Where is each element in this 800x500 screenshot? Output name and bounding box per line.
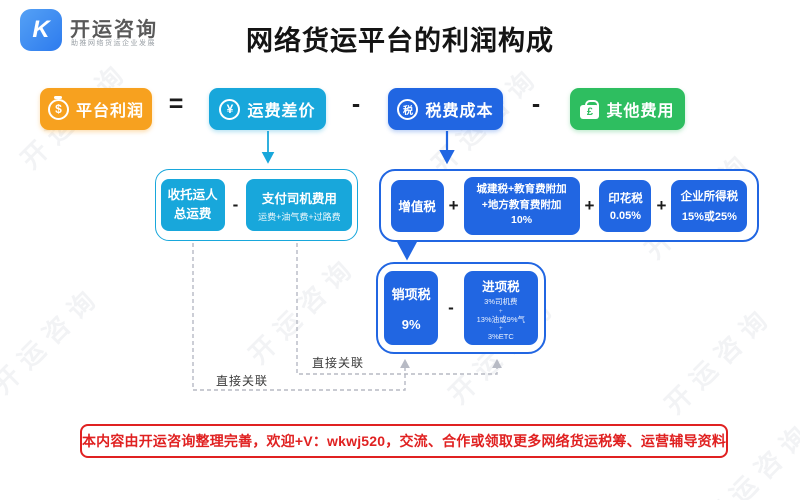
tax-cost-label: 税费成本 [425,103,494,120]
consignor-line1: 收托运人 [167,187,218,202]
brand-logo-icon: K [20,9,62,51]
platform-profit-label: 平台利润 [75,103,144,120]
freight-breakdown-group: 收托运人 总运费 - 支付司机费用 运费+油气费+过路费 [155,169,358,241]
watermark: 开运咨询 [0,279,108,400]
vat-box: 增值税 [390,179,444,232]
output-tax-title: 销项税 [391,287,431,302]
input-tax-item: 3%司机费 [484,297,518,306]
minus-sign: - [531,90,541,118]
corporate-income-tax-box: 企业所得税 15%或25% [671,179,748,232]
stamp-duty-box: 印花税 0.05% [599,179,652,232]
direct-relation-label: 直接关联 [312,356,365,370]
watermark: 开运咨询 [242,249,364,370]
surtax-line1: 城建税+教育费附加 [476,182,567,195]
input-tax-item: 3%ETC [487,332,514,342]
other-fees-box: £ 其他费用 [570,88,685,130]
page-title: 网络货运平台的利润构成 [246,26,554,56]
surtax-box: 城建税+教育费附加 +地方教育费附加 10% [463,176,580,235]
stamp-duty-rate: 0.05% [609,209,642,222]
other-fees-label: 其他费用 [606,103,675,120]
tax-stamp-icon: 税 [397,98,419,120]
dashed-link-consignor-to-output-tax [192,243,410,391]
freight-margin-box: ¥ 运费差价 [209,88,326,130]
tax-cost-box: 税 税费成本 [388,88,503,130]
driver-payment-detail: 运费+油气费+过路费 [258,211,341,222]
contact-notice-banner: 本内容由开运咨询整理完善，欢迎+V：wkwj520，交流、合作或领取更多网络货运… [80,424,728,458]
yuan-icon: ¥ [219,98,241,120]
tax-breakdown-group: 增值税 + 城建税+教育费附加 +地方教育费附加 10% + 印花税 0.05%… [379,169,759,242]
brand-name: 开运咨询 [70,19,158,41]
vat-label: 增值税 [398,200,436,214]
output-tax-rate: 9% [401,317,421,332]
plus-sign: + [498,325,503,333]
input-tax-item: 13%油或9%气 [476,314,525,324]
driver-payment-title: 支付司机费用 [261,191,337,206]
stamp-duty-title: 印花税 [608,192,643,205]
equals-sign: = [168,90,184,118]
plus-sign: + [498,307,503,315]
consignor-line2: 总运费 [173,207,212,221]
money-purse-icon: £ [580,99,600,119]
contact-notice-text: 本内容由开运咨询整理完善，欢迎+V：wkwj520，交流、合作或领取更多网络货运… [81,433,727,449]
plus-sign: + [584,195,595,215]
brand-tagline: 助推网络货运企业发展 [71,40,156,47]
input-tax-box: 进项税 3%司机费 + 13%油或9%气 + 3%ETC [463,271,538,345]
watermark: 开运咨询 [658,299,780,420]
minus-sign: - [232,195,239,214]
income-tax-rate: 15%或25% [681,210,737,223]
minus-sign: - [448,298,454,317]
output-tax-box: 销项税 9% [384,271,439,345]
plus-sign: + [448,195,459,215]
freight-margin-label: 运费差价 [247,103,316,120]
surtax-line2: +地方教育费附加 [481,198,562,211]
money-bag-icon: $ [47,95,69,120]
plus-sign: + [656,195,667,215]
minus-sign: - [351,90,361,118]
platform-profit-box: $ 平台利润 [40,88,152,130]
logo-letter: K [32,16,50,43]
input-tax-title: 进项税 [482,280,520,294]
direct-relation-label: 直接关联 [216,374,269,388]
driver-payment-box: 支付司机费用 运费+油气费+过路费 [246,179,353,231]
surtax-rate: 10% [511,214,533,227]
consignor-total-freight-box: 收托运人 总运费 [160,179,225,231]
vat-detail-group: 销项税 9% - 进项税 3%司机费 + 13%油或9%气 + 3%ETC [376,262,546,354]
income-tax-title: 企业所得税 [680,190,739,203]
